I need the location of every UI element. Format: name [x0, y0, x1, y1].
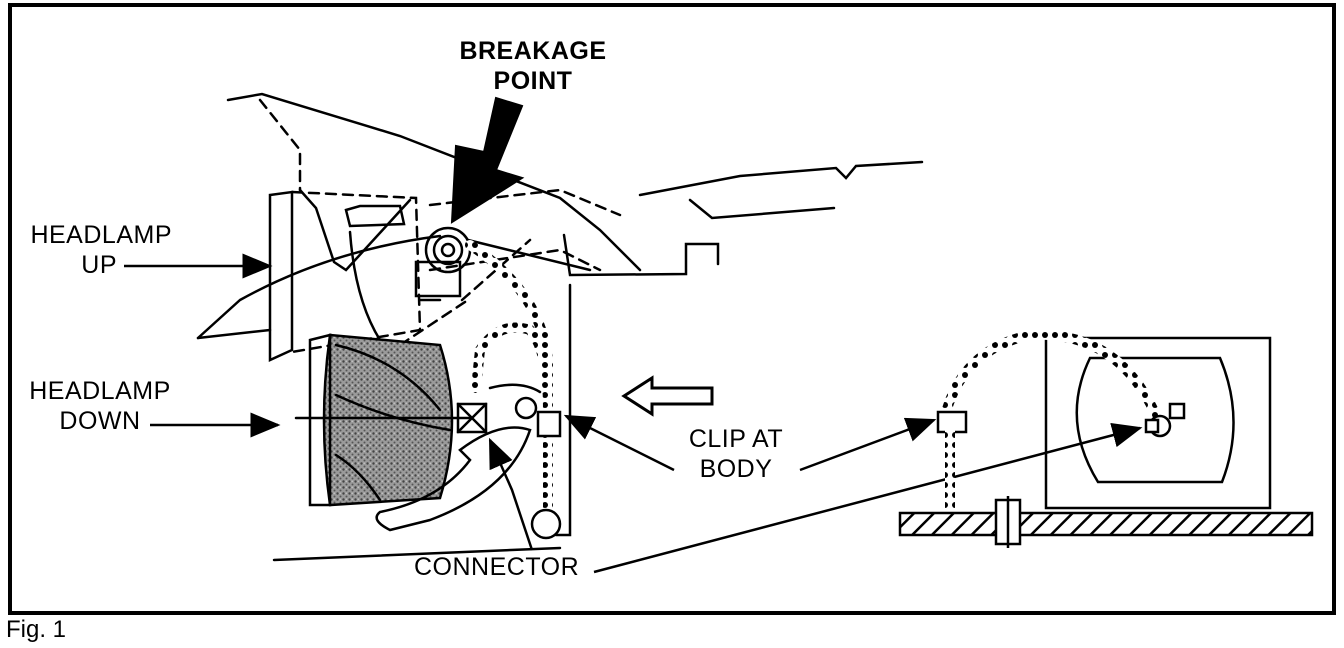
figure-border	[8, 3, 1336, 615]
connector-detail	[898, 329, 1314, 548]
headlamp-down-label: HEADLAMP DOWN	[22, 376, 178, 436]
breakage-label-line2: POINT	[493, 67, 573, 95]
leader-lines	[124, 253, 1143, 574]
figure-caption: Fig. 1	[6, 616, 67, 643]
direction-arrow	[621, 375, 714, 417]
clip-at-body-label: CLIP AT BODY	[670, 424, 802, 484]
wire-harness-main	[465, 240, 553, 535]
headlamp-assembly	[196, 92, 924, 562]
clip-label-line2: BODY	[699, 455, 773, 483]
headlamp-up-line2: UP	[81, 251, 117, 279]
breakage-label-line1: BREAKAGE	[459, 37, 607, 65]
headlamp-down-line1: HEADLAMP	[29, 377, 171, 405]
headlamp-up-label: HEADLAMP UP	[20, 220, 172, 280]
breakage-arrow	[450, 96, 525, 224]
body-panel-hatched	[898, 511, 1314, 537]
connector-label: CONNECTOR	[414, 553, 580, 581]
clip-label-line1: CLIP AT	[688, 425, 784, 453]
connector-main	[530, 508, 562, 540]
headlamp-down-line2: DOWN	[59, 407, 141, 435]
breakage-point-label: BREAKAGE POINT	[448, 36, 618, 96]
headlamp-up-line1: HEADLAMP	[30, 221, 172, 249]
headlamp-down-lens	[322, 333, 454, 507]
